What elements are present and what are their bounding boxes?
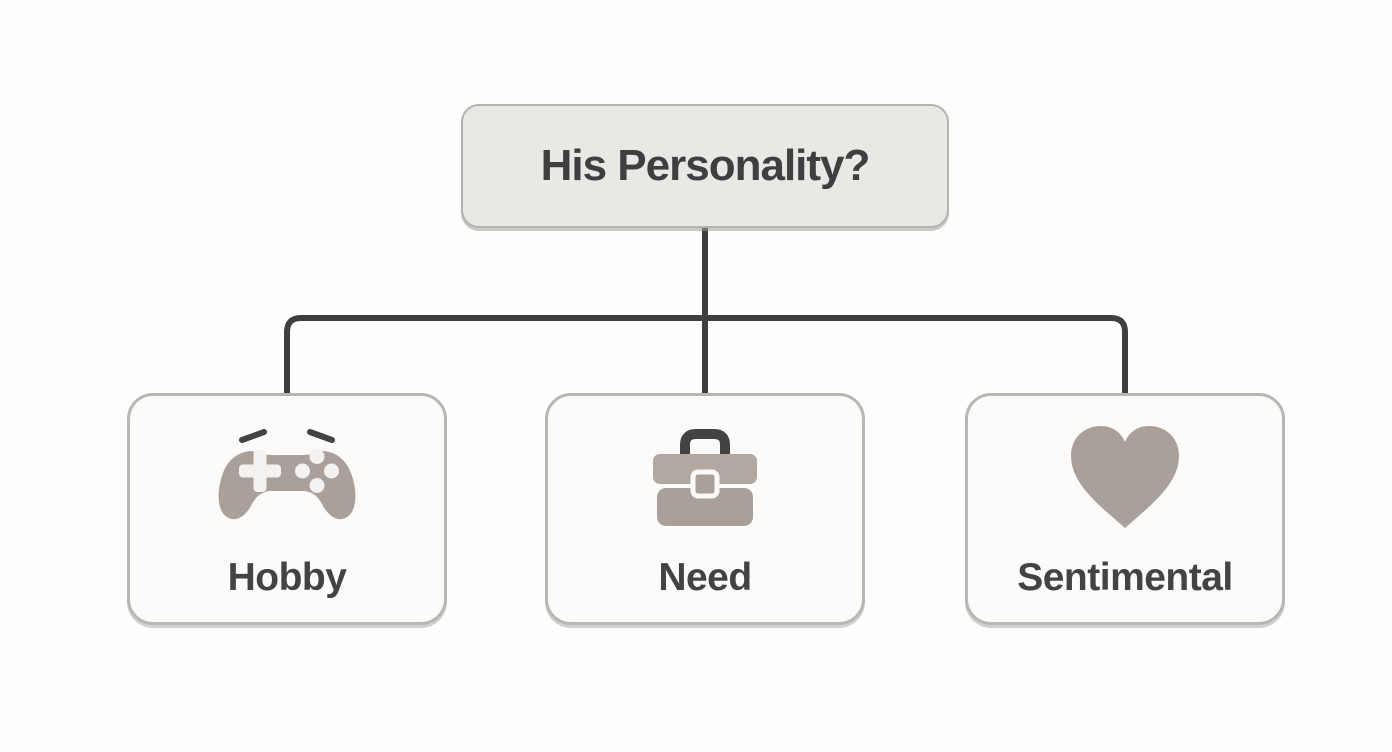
child-node-hobby: Hobby <box>127 393 447 625</box>
game-controller-icon <box>212 422 362 532</box>
root-node: His Personality? <box>461 104 949 228</box>
child-node-label-need: Need <box>658 555 752 599</box>
child-node-label-hobby: Hobby <box>227 555 347 599</box>
child-node-sentimental: Sentimental <box>965 393 1285 625</box>
briefcase-icon <box>640 422 770 532</box>
child-node-label-sentimental: Sentimental <box>1017 555 1233 599</box>
root-node-label: His Personality? <box>540 141 871 190</box>
heart-icon <box>1058 422 1192 532</box>
child-node-need: Need <box>545 393 865 625</box>
connector-branch <box>284 315 1128 400</box>
